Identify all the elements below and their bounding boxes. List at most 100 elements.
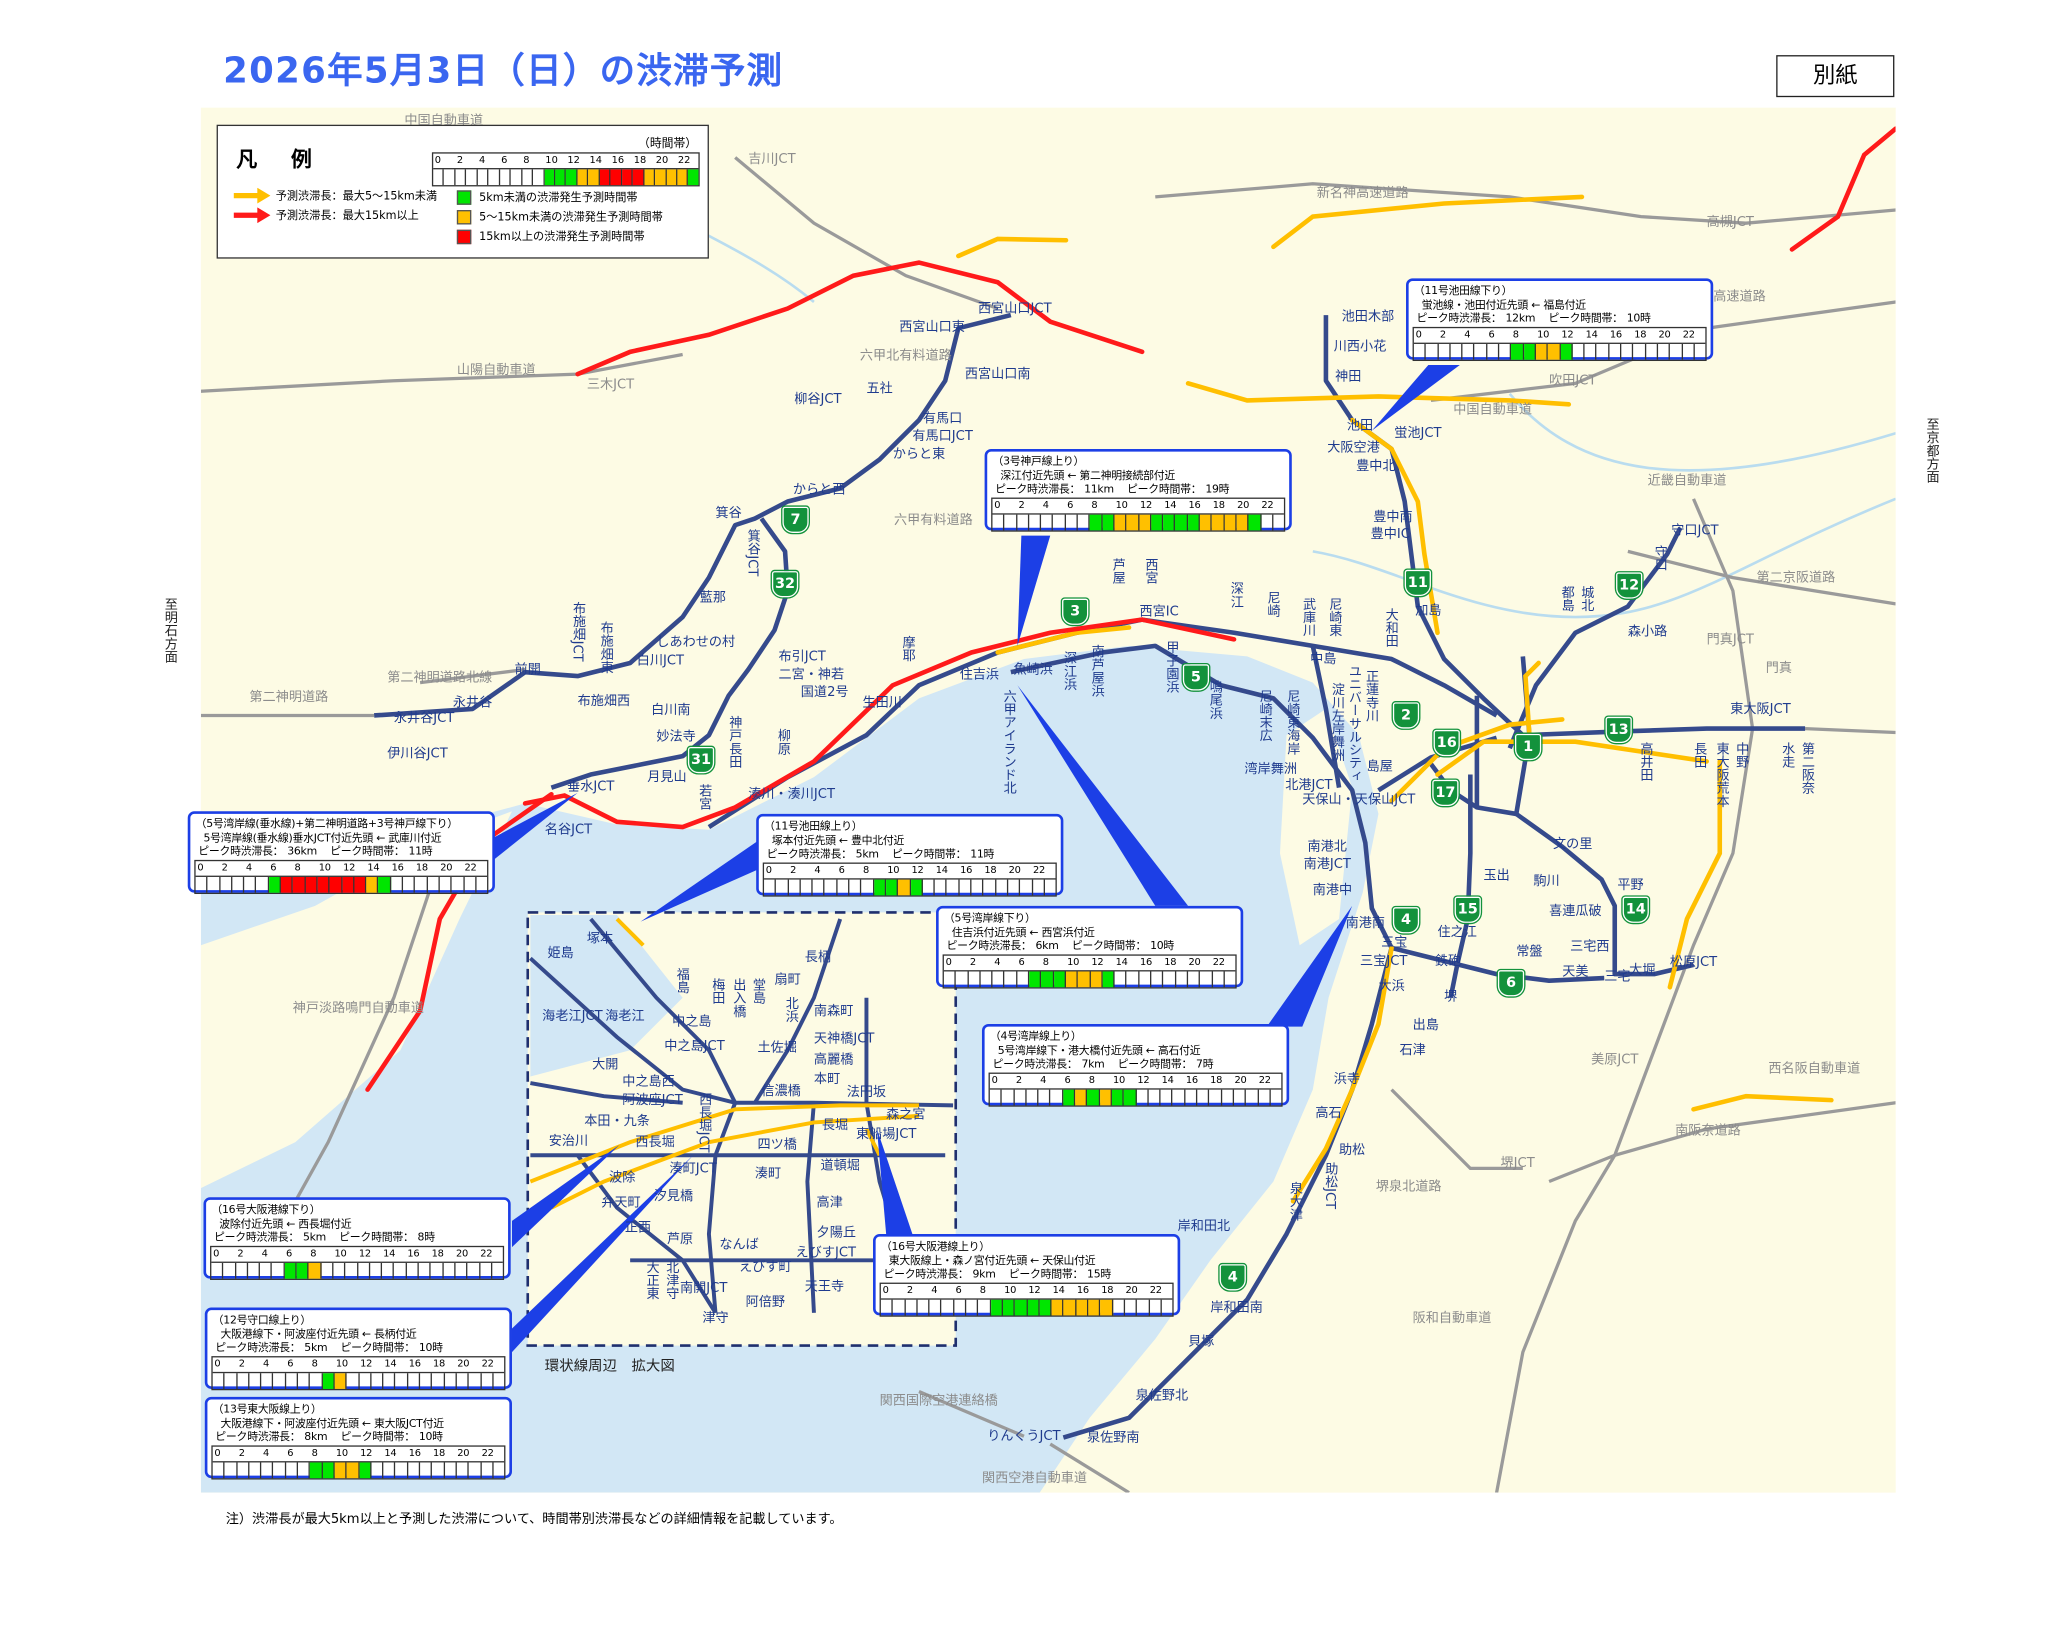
hour-tick-label: 6: [1064, 1073, 1071, 1086]
hour-tick-label: 6: [285, 1246, 292, 1259]
place-label: えびすJCT: [795, 1245, 857, 1261]
hour-cell-15: [396, 1372, 408, 1389]
congestion-section: 大阪港線下・阿波座付近先頭 ← 長柄付近: [220, 1326, 417, 1340]
place-label: 永井谷JCT: [393, 711, 455, 726]
place-label: 第二阪奈: [1798, 741, 1813, 795]
hour-tick-label: 8: [1091, 498, 1098, 511]
place-label: 吹田JCT: [1549, 374, 1597, 389]
peak-hour-label: ピーク時間帯：: [1548, 311, 1623, 325]
hour-cell-3: [1026, 1088, 1039, 1105]
hour-cell-11: [346, 1461, 360, 1478]
hour-tick-label: 8: [523, 153, 530, 166]
route-shield-icon: 7: [781, 505, 810, 535]
place-label: 尼崎末広: [1256, 689, 1271, 742]
hour-cell-5: [257, 876, 269, 893]
legend-arrow-yellow: 予測渋滞長：最大5～15km未満: [233, 187, 437, 204]
hour-cell-2: [968, 970, 981, 987]
place-label: 高石: [1315, 1106, 1342, 1122]
hour-cell-21: [1670, 343, 1683, 360]
congestion-arrows-red: [365, 126, 1896, 1092]
place-label: 水走: [1778, 741, 1794, 768]
hour-cell-22: [1212, 970, 1225, 987]
hour-cell-7: [1075, 1088, 1088, 1105]
hour-tick-label: 18: [415, 860, 428, 873]
hour-cell-13: [577, 169, 589, 186]
hour-cell-13: [1573, 343, 1585, 360]
place-label: 長田: [1690, 741, 1706, 768]
place-label: えびす町: [739, 1260, 792, 1275]
hour-cell-8: [1090, 513, 1103, 530]
hour-tick-label: 8: [1088, 1073, 1095, 1086]
hour-tick-label: 14: [935, 863, 948, 875]
place-label: からと西: [792, 483, 846, 498]
place-label: 六甲北有料道路: [859, 349, 952, 364]
place-label: 土佐堀: [757, 1041, 797, 1056]
hour-tick-label: 22: [480, 1246, 493, 1259]
place-label: 西名阪自動車道: [1768, 1062, 1861, 1077]
place-label: 魚崎浜: [1013, 662, 1053, 678]
hour-cell-3: [918, 1299, 930, 1315]
hour-cell-3: [249, 1372, 262, 1389]
hour-tick-label: 10: [1537, 327, 1550, 340]
hour-cell-15: [1597, 343, 1610, 360]
place-label: 汐見橋: [653, 1189, 694, 1204]
place-label: 第二神明道路北線: [387, 670, 493, 686]
peak-hour: 11時: [970, 846, 995, 860]
hour-cell-14: [1161, 1088, 1173, 1105]
peak-length-label: ピーク時渋滞長：: [198, 844, 284, 858]
peak-hour-label: ピーク時間帯：: [339, 1230, 414, 1244]
route-shield-icon: 11: [1403, 568, 1433, 598]
hour-cell-6: [500, 169, 511, 186]
peak-hour: 10時: [418, 1429, 443, 1443]
place-label: 中野: [1732, 741, 1748, 768]
peak-length: 6km: [1035, 938, 1059, 952]
congestion-section: 5号湾岸線(垂水線)垂水JCT付近先頭 ← 武庫川付近: [203, 830, 442, 844]
route-name: （3号神戸線上り）: [992, 454, 1085, 468]
place-label: 都島: [1558, 585, 1573, 612]
place-label: 阿波座JCT: [622, 1093, 683, 1109]
hour-cell-12: [1136, 1088, 1149, 1105]
place-label: 阿倍野: [745, 1295, 786, 1311]
hour-cell-13: [371, 1372, 384, 1389]
place-label: 有馬口JCT: [912, 429, 973, 444]
hour-tick-label: 12: [1139, 498, 1152, 511]
legend-label: 5～15km未満の渋滞発生予測時間帯: [479, 211, 663, 225]
hour-cell-20: [457, 1461, 469, 1478]
hour-cell-13: [354, 876, 367, 893]
hour-tick-label: 22: [1032, 863, 1045, 875]
place-label: 大浜: [1378, 979, 1405, 994]
hour-tick-label: 4: [994, 955, 1001, 967]
forecast-callout: （5号湾岸線(垂水線)+第二神明道路+3号神戸線下り）5号湾岸線(垂水線)垂水J…: [187, 811, 495, 894]
hour-cell-13: [923, 878, 935, 895]
place-label: 柳原: [774, 728, 789, 755]
peak-hour: 10時: [1150, 938, 1175, 952]
congestion-section: 東大阪線上・森ノ宮付近先頭 ← 天保山付近: [888, 1253, 1096, 1267]
place-label: 若宮: [695, 783, 711, 810]
hour-cell-8: [310, 1461, 323, 1478]
hour-cell-23: [1225, 971, 1236, 987]
hour-cell-2: [1017, 513, 1030, 530]
route-shield-icon: 17: [1430, 778, 1460, 808]
place-label: 永井谷: [452, 695, 493, 711]
peak-hour-label: ピーク時間帯：: [340, 1429, 415, 1443]
hour-cell-7: [1029, 970, 1042, 987]
place-label: 六甲有料道路: [894, 513, 973, 528]
place-label: 大開: [592, 1058, 619, 1073]
place-label: 塚本: [586, 932, 614, 947]
hour-cell-5: [274, 1461, 286, 1478]
place-label: 淀川左岸舞洲: [1328, 682, 1343, 762]
hour-tick-label: 18: [432, 1356, 446, 1369]
hour-cell-16: [959, 878, 972, 895]
hour-tick-label: 4: [262, 1356, 270, 1369]
route-shield-icon: 6: [1496, 968, 1526, 998]
place-label: 浜寺: [1333, 1072, 1361, 1087]
hour-cell-20: [1658, 343, 1671, 360]
hour-tick-label: 18: [1634, 327, 1647, 340]
place-label: 津守: [702, 1311, 729, 1326]
place-label: 南港中: [1312, 883, 1353, 898]
place-label: 芦原: [666, 1232, 694, 1248]
hour-tick-label: 20: [457, 1446, 470, 1458]
